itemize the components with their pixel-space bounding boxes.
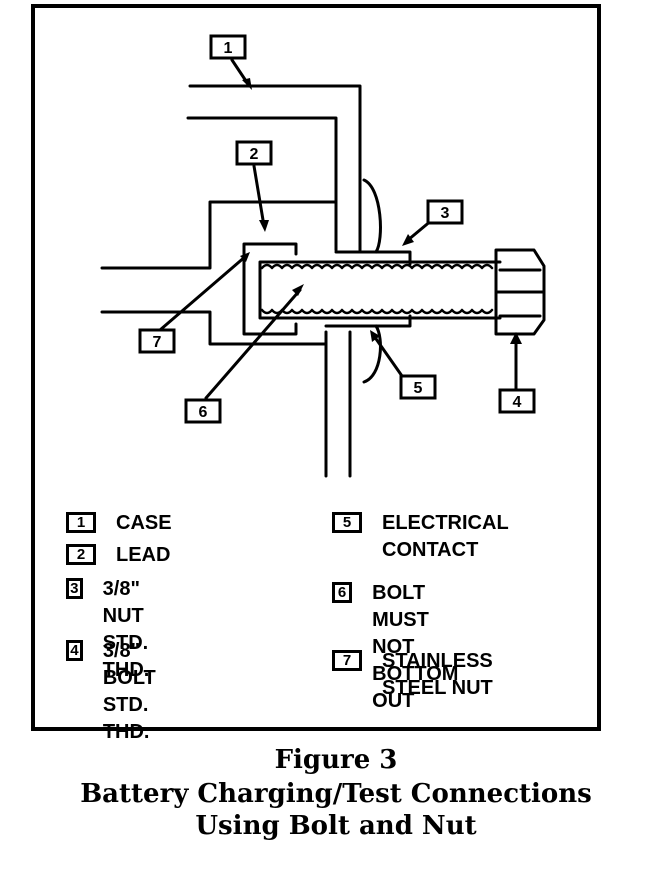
legend-number-box: 2	[66, 544, 96, 565]
callout-label-6: 6	[199, 404, 208, 421]
arrowhead-7	[240, 252, 250, 262]
legend-item-bolt-bottom: 6 BOLT MUST NOT BOTTOM OUT	[332, 580, 468, 715]
legend-item-lead: 2 LEAD	[66, 542, 170, 569]
case-inner-wall	[186, 116, 338, 252]
legend-text: 3/8" NUT STD. THD.	[102, 578, 150, 681]
arrowhead-5	[370, 330, 380, 342]
arrowhead-1	[242, 78, 252, 90]
bolt-head	[494, 248, 546, 336]
callout-box-1	[209, 34, 247, 60]
arrowhead-2	[259, 220, 269, 232]
callout-box-7	[138, 328, 176, 354]
legend-text: BOLT MUST NOT BOTTOM OUT	[372, 582, 459, 712]
callout-label-7: 7	[153, 334, 162, 351]
callout-box-6	[184, 398, 222, 424]
arrowhead-6	[292, 284, 304, 296]
legend-text: STAINLESS STEEL NUT	[382, 650, 493, 699]
callout-box-5	[399, 374, 437, 400]
legend-number-box: 6	[332, 582, 353, 603]
legend-item-case: 1 CASE	[66, 510, 172, 537]
legend-item-nut: 3 3/8" NUT STD. THD.	[66, 576, 163, 684]
callout-label-1: 1	[224, 40, 233, 57]
legend-text: LEAD	[116, 544, 171, 566]
arrowhead-4	[510, 332, 522, 344]
legend-item-stainless-nut: 7 STAINLESS STEEL NUT	[332, 648, 493, 702]
bolt-shaft	[258, 260, 502, 320]
legend-number-box: 4	[66, 640, 83, 661]
legend-number-box: 1	[66, 512, 96, 533]
bolt-threads-bottom	[260, 308, 494, 315]
figure-frame	[31, 4, 601, 731]
callout-label-3: 3	[441, 205, 450, 222]
lead-housing	[100, 200, 338, 346]
callout-box-4	[498, 388, 536, 414]
legend-number-box: 7	[332, 650, 362, 671]
callout-box-3	[426, 199, 464, 225]
stainless-nut	[242, 242, 298, 336]
bolt-threads-top	[260, 263, 494, 270]
legend-text: CASE	[116, 512, 172, 534]
legend-number-box: 3	[66, 578, 83, 599]
arrowhead-3	[402, 234, 414, 246]
contact-bulge-upper	[362, 178, 382, 254]
legend-item-electrical-contact: 5 ELECTRICAL CONTACT	[332, 510, 509, 564]
case-outer-wall	[188, 84, 362, 252]
leader-7	[158, 254, 248, 332]
contact-bulge-lower	[362, 324, 382, 384]
legend-item-bolt: 4 3/8" BOLT STD. THD.	[66, 638, 169, 746]
leader-2	[252, 164, 266, 228]
legend-text: 3/8" BOLT STD. THD.	[102, 640, 156, 743]
nut-block	[324, 250, 412, 328]
legend-text: ELECTRICAL CONTACT	[382, 512, 509, 561]
case-lower-walls	[324, 330, 352, 478]
callout-label-2: 2	[250, 146, 259, 163]
callout-box-2	[235, 140, 273, 166]
figure-subtitle: Using Bolt and Nut	[195, 811, 477, 841]
figure-title: Battery Charging/Test Connections	[80, 779, 592, 809]
figure-number: Figure 3	[274, 745, 398, 775]
legend-number-box: 5	[332, 512, 362, 533]
callout-label-5: 5	[414, 380, 423, 397]
leader-6	[204, 288, 302, 400]
leader-5	[372, 334, 404, 378]
callout-label-4: 4	[513, 394, 522, 411]
